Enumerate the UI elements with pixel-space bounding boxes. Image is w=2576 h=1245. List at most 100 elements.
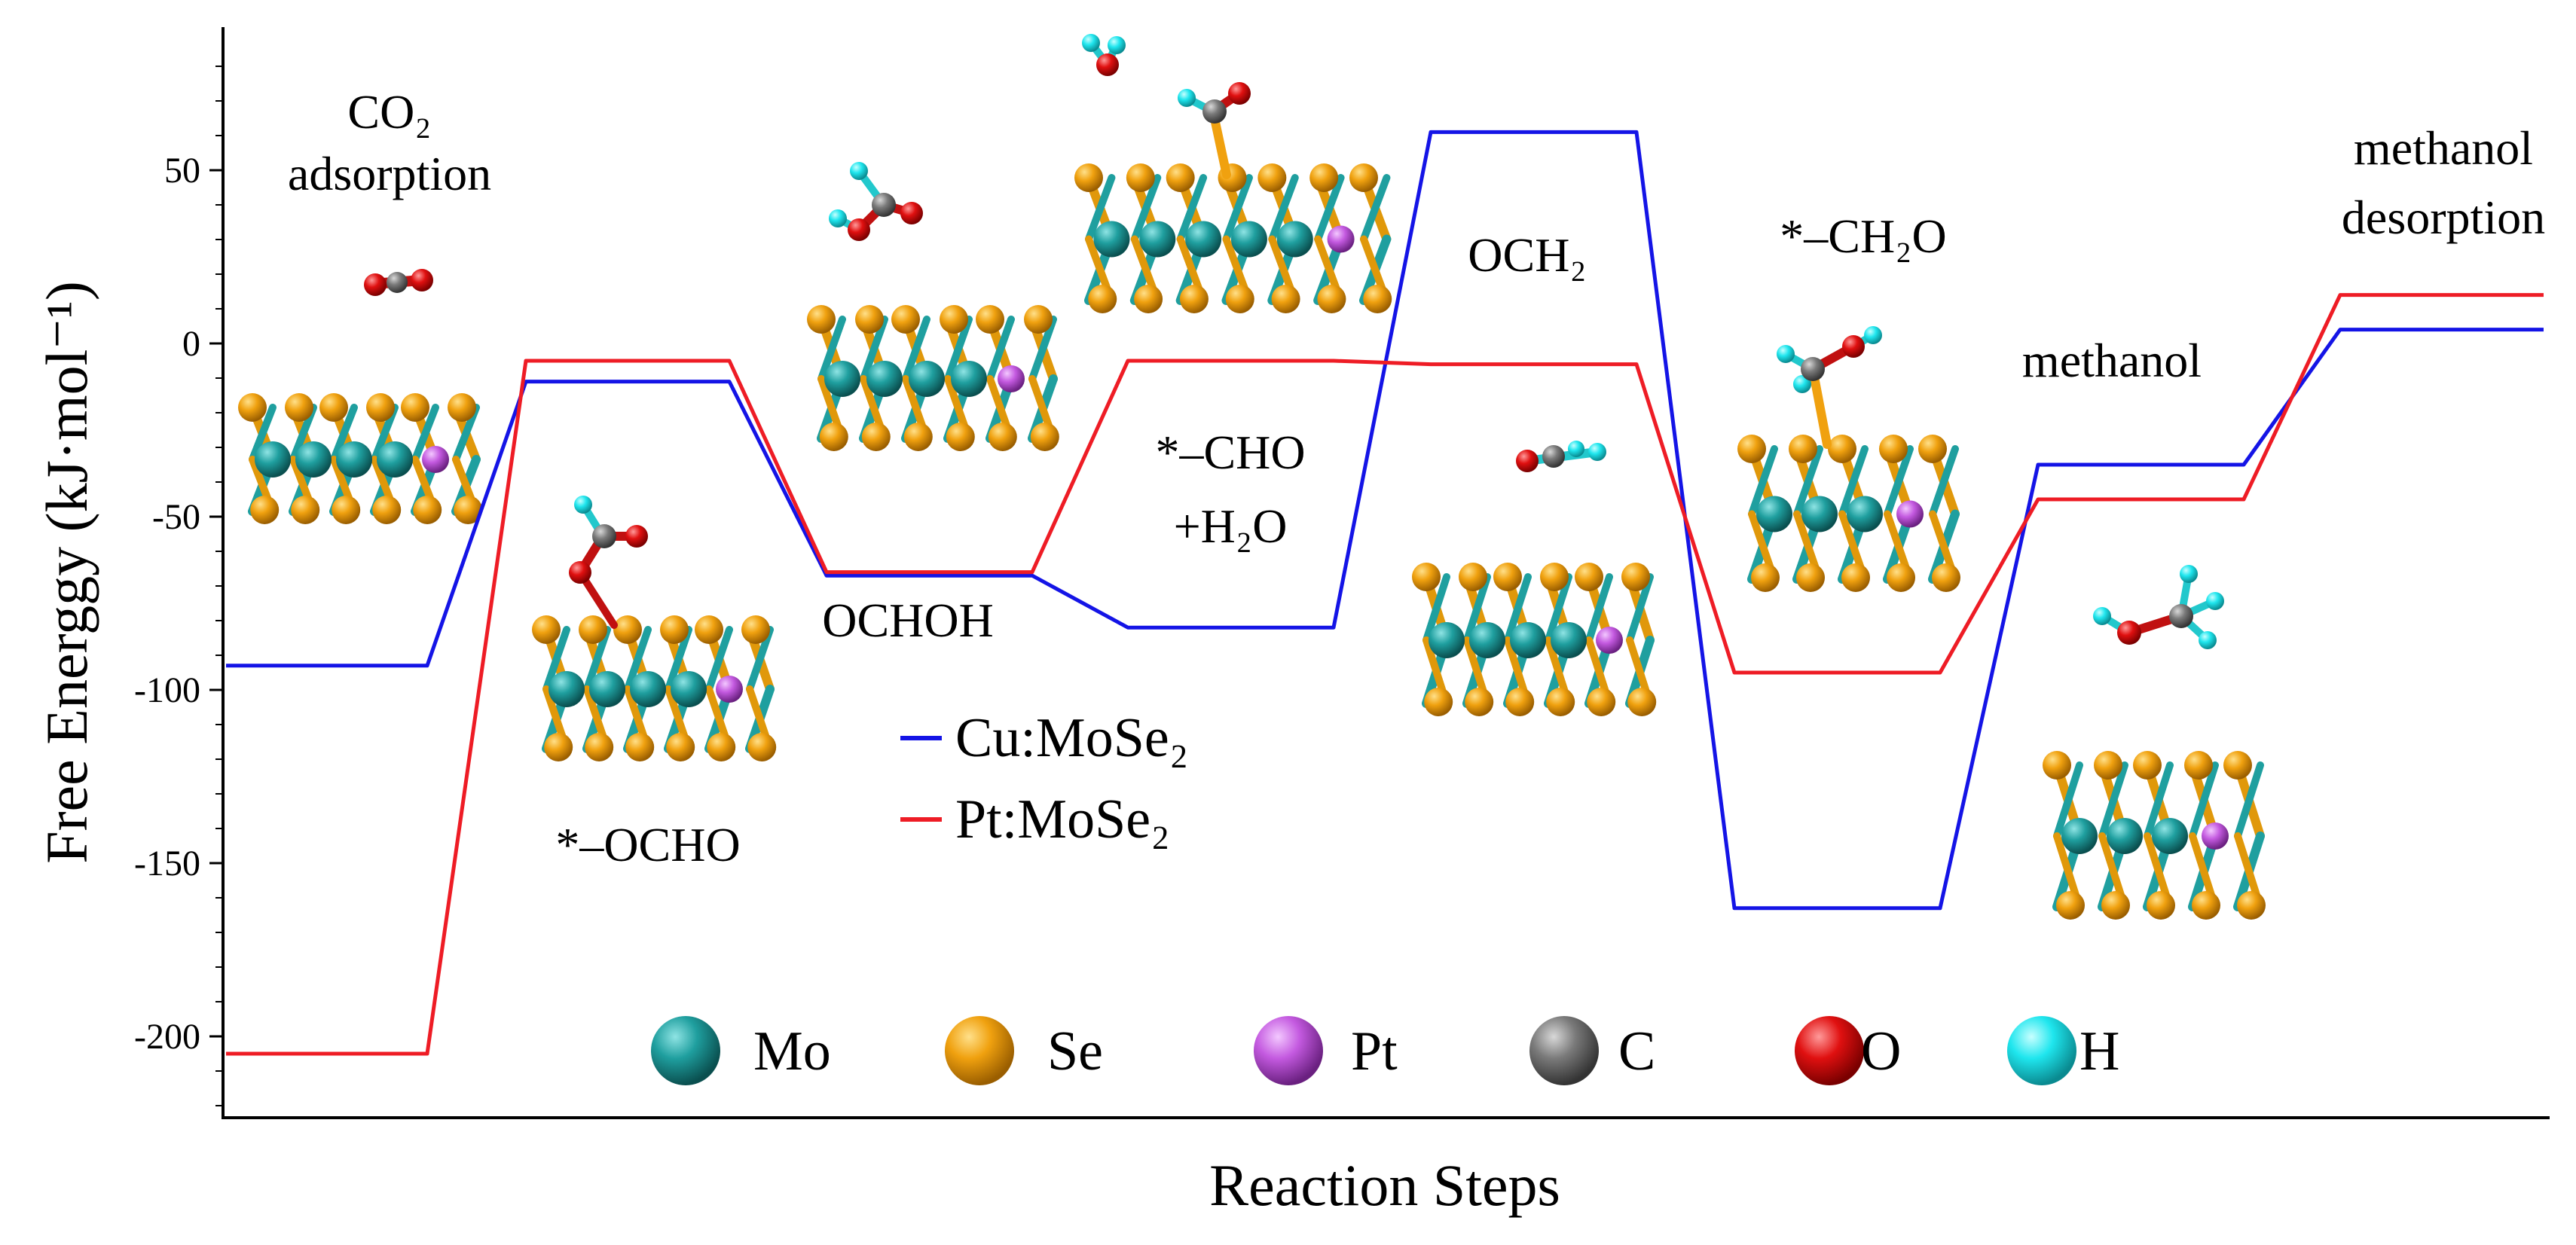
atom-se bbox=[1225, 285, 1254, 313]
atom-se bbox=[861, 423, 891, 451]
atom-pt bbox=[1327, 225, 1355, 253]
atom-se bbox=[1932, 563, 1960, 592]
atom-se bbox=[1737, 435, 1766, 463]
atom-label-c: C bbox=[1618, 1021, 1655, 1082]
atom-mo bbox=[951, 361, 987, 397]
atom-se bbox=[2223, 751, 2252, 780]
atom-se bbox=[413, 496, 442, 524]
molecule-cho-h2o bbox=[1082, 34, 1251, 179]
atom-se bbox=[660, 615, 689, 644]
bond bbox=[705, 626, 733, 693]
bond bbox=[1314, 174, 1345, 243]
bond bbox=[2189, 761, 2219, 840]
atom-mo bbox=[1230, 221, 1267, 258]
x-axis-title: Reaction Steps bbox=[1209, 1152, 1560, 1218]
step-annotation-5: OCH₂ bbox=[1468, 228, 1586, 282]
atom-mo bbox=[671, 671, 707, 707]
bond bbox=[902, 316, 930, 383]
step-annotation-1: adsorption bbox=[288, 147, 491, 200]
atom-mo bbox=[1429, 622, 1465, 658]
atom-mo bbox=[630, 671, 666, 707]
step-annotation-4: +H₂O bbox=[1174, 499, 1288, 553]
bond bbox=[1793, 445, 1823, 518]
atom-c bbox=[387, 272, 408, 293]
atom-se bbox=[1088, 285, 1117, 313]
atom-mo bbox=[2152, 818, 2188, 854]
atom-h bbox=[2206, 592, 2224, 610]
atom-pt bbox=[1896, 500, 1924, 528]
atom-pt bbox=[1596, 627, 1623, 654]
atom-se bbox=[741, 615, 770, 644]
atom-se bbox=[532, 615, 561, 644]
step-annotation-4: *–CHO bbox=[1155, 426, 1305, 479]
bond bbox=[542, 626, 570, 693]
atom-mo bbox=[1093, 221, 1130, 258]
atom-h bbox=[2093, 607, 2111, 625]
structure-och2-slab bbox=[1412, 563, 1657, 716]
atom-se bbox=[366, 393, 395, 422]
atom-mo bbox=[824, 361, 860, 397]
atom-mo bbox=[2061, 818, 2098, 854]
bond bbox=[2234, 761, 2264, 840]
atom-se bbox=[1030, 423, 1059, 451]
atom-mo bbox=[909, 361, 945, 397]
atom-se bbox=[1134, 285, 1163, 313]
bond bbox=[860, 316, 888, 383]
atom-label-o: O bbox=[1861, 1021, 1901, 1082]
atom-mo bbox=[1551, 622, 1587, 658]
bond bbox=[944, 316, 973, 383]
atom-h bbox=[1588, 443, 1606, 461]
atom-label-mo: Mo bbox=[753, 1021, 831, 1082]
atom-swatch-pt bbox=[1254, 1016, 1323, 1085]
bond bbox=[1028, 316, 1057, 383]
step-annotation-1: CO₂ bbox=[347, 85, 431, 139]
atom-se bbox=[319, 393, 348, 422]
atom-c bbox=[1202, 99, 1227, 124]
atom-h bbox=[850, 162, 868, 180]
atom-se bbox=[1575, 563, 1603, 591]
atom-se bbox=[747, 733, 777, 761]
molecule-co2 bbox=[364, 269, 433, 296]
atom-mo bbox=[1847, 496, 1883, 532]
legend-label-pt-mose: Pt:MoSe₂ bbox=[955, 789, 1170, 850]
atom-mo bbox=[589, 671, 625, 707]
y-tick-label: -200 bbox=[134, 1017, 200, 1057]
atom-se bbox=[1751, 563, 1780, 592]
atom-o bbox=[364, 273, 387, 296]
atom-se bbox=[2094, 751, 2122, 780]
atom-h bbox=[1864, 326, 1882, 344]
atom-se bbox=[285, 393, 313, 422]
bond bbox=[411, 404, 439, 463]
atom-mo bbox=[1139, 221, 1176, 258]
bond bbox=[1808, 365, 1832, 449]
bond bbox=[2098, 761, 2128, 840]
atom-se bbox=[1796, 563, 1825, 592]
bond bbox=[1130, 174, 1162, 243]
atom-se bbox=[454, 496, 483, 524]
atom-c bbox=[1801, 357, 1825, 381]
atom-c bbox=[592, 524, 616, 548]
molecule-ocho bbox=[569, 496, 648, 629]
atom-pt bbox=[716, 676, 743, 703]
atom-h bbox=[1793, 375, 1811, 393]
atom-se bbox=[625, 733, 655, 761]
bond bbox=[583, 626, 611, 693]
atom-mo bbox=[295, 441, 332, 478]
atom-o bbox=[1228, 82, 1251, 105]
series-line-pt-mose bbox=[226, 293, 2544, 1056]
atom-h bbox=[829, 209, 847, 227]
series-line-cu-mose bbox=[226, 130, 2544, 911]
step-annotation-8: desorption bbox=[2342, 191, 2545, 244]
atom-h bbox=[574, 496, 592, 514]
y-ticks: 500-50-100-150-200 bbox=[134, 66, 223, 1106]
atom-o bbox=[569, 561, 591, 584]
atom-se bbox=[946, 423, 975, 451]
bond bbox=[1545, 573, 1572, 644]
structure-ch2o-slab bbox=[1737, 435, 1960, 592]
atom-se bbox=[2056, 891, 2085, 920]
atom-se bbox=[2133, 751, 2162, 780]
bond bbox=[1504, 573, 1532, 644]
bond bbox=[817, 316, 846, 383]
atom-mo bbox=[2107, 818, 2143, 854]
